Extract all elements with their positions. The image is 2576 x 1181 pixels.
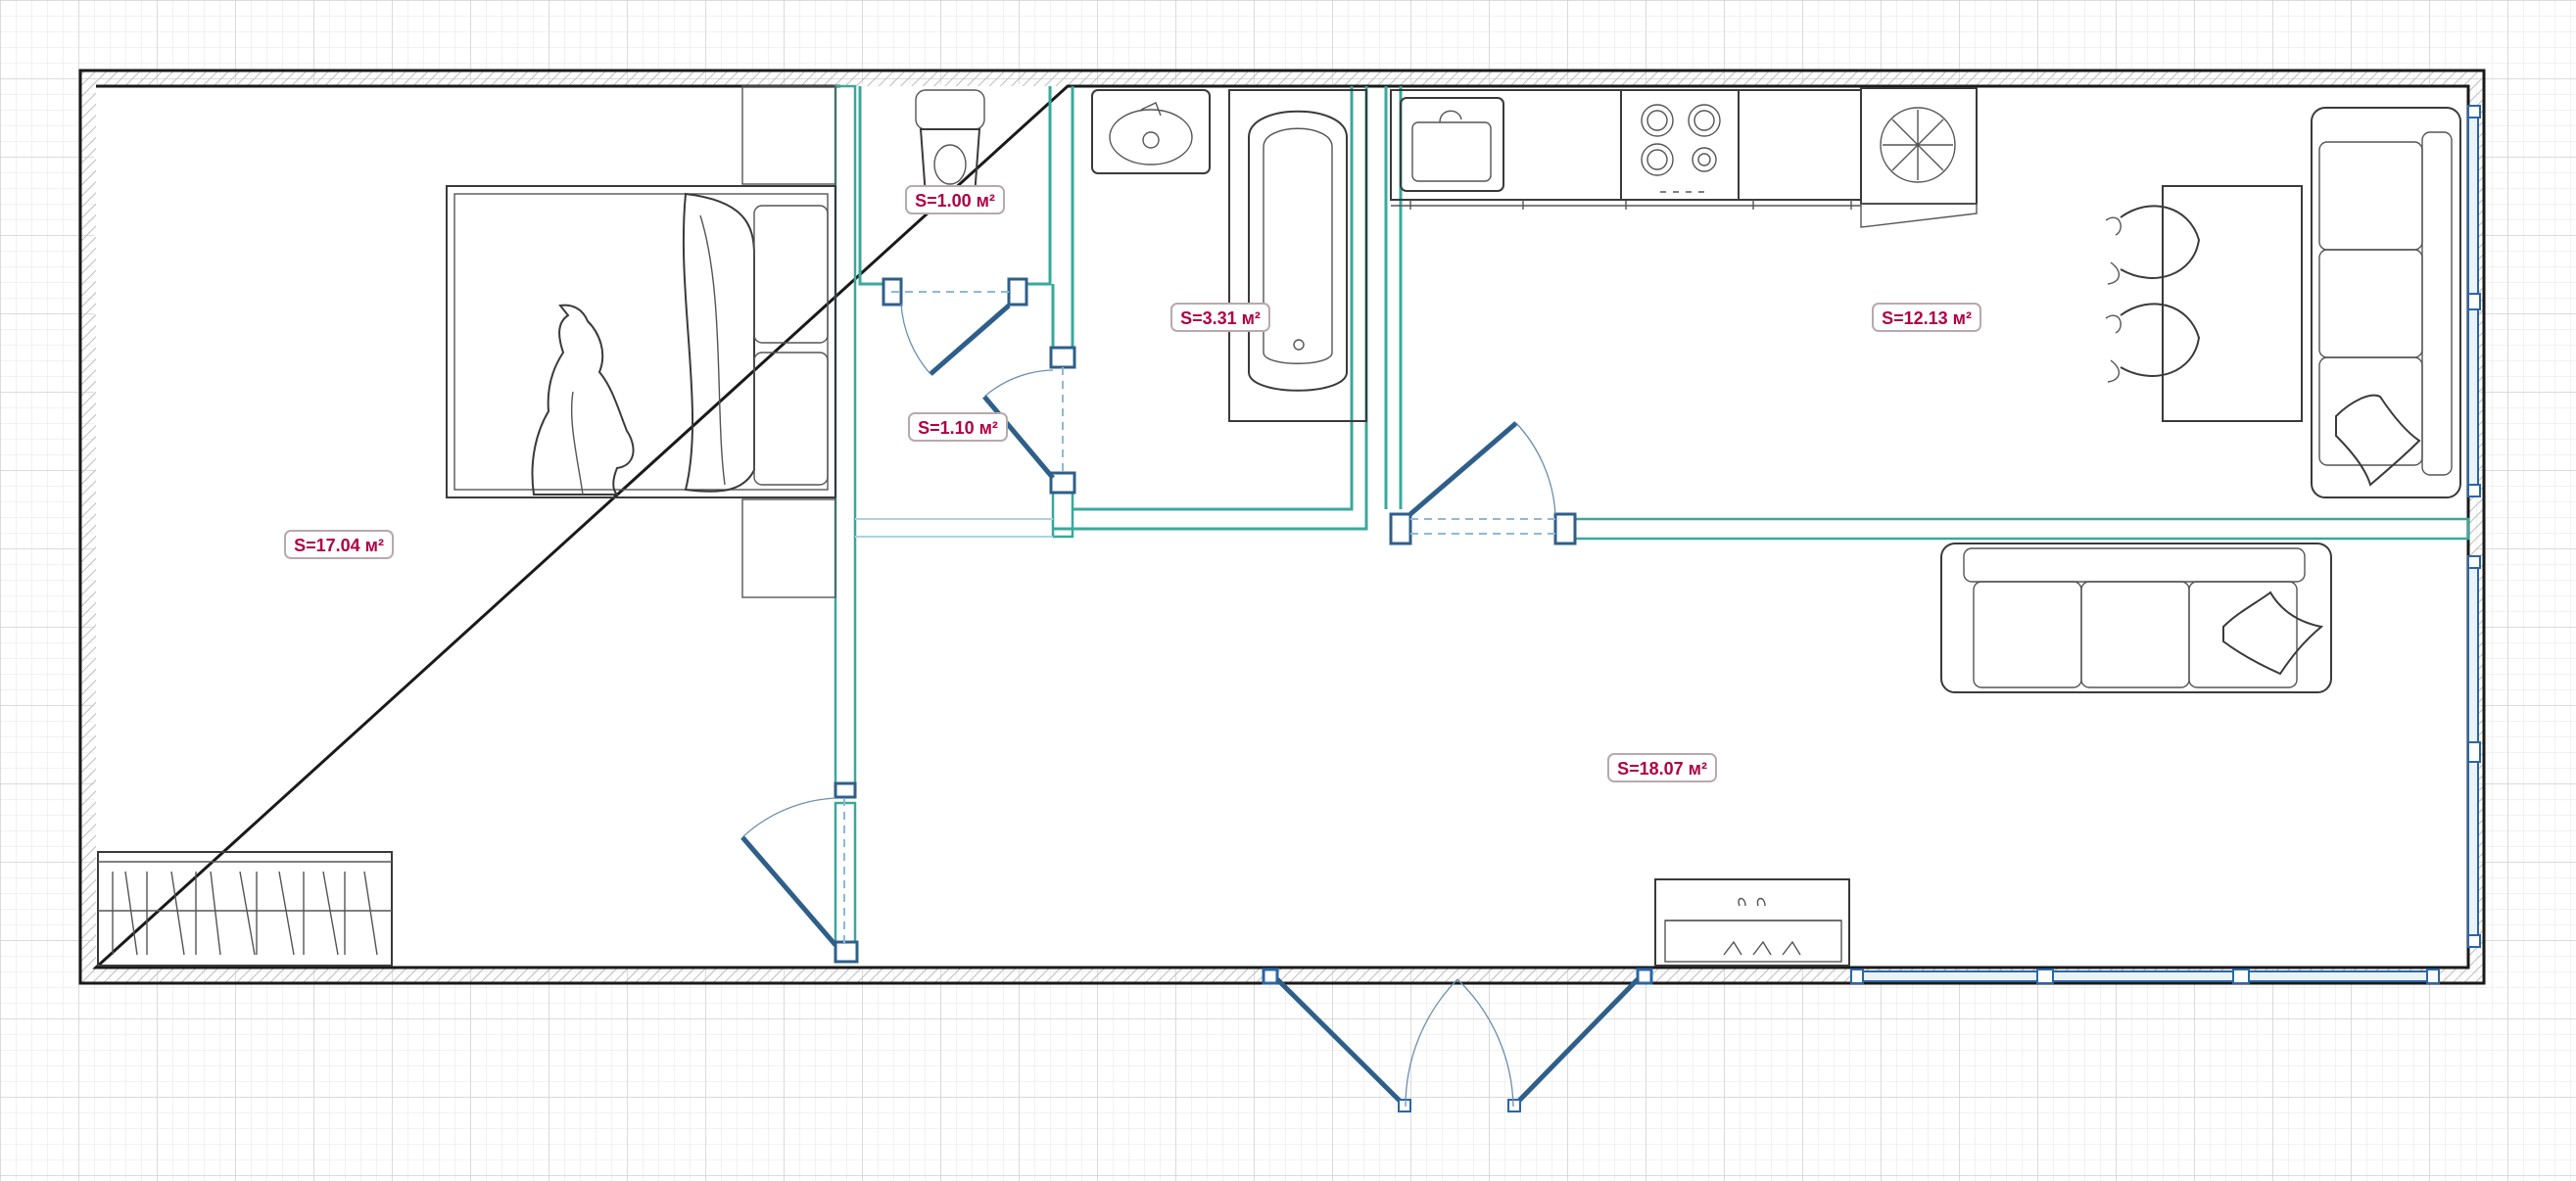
bed-icon xyxy=(446,185,836,498)
windows xyxy=(1850,105,2481,984)
area-label-text: S=1.10 м² xyxy=(918,418,998,438)
kitchen-sink-icon xyxy=(1400,97,1504,192)
area-label-living: S=18.07 м² xyxy=(1607,753,1717,782)
area-label-text: S=3.31 м² xyxy=(1180,308,1261,328)
stove-icon xyxy=(1620,89,1740,201)
doors xyxy=(740,291,1653,1112)
area-label-text: S=18.07 м² xyxy=(1617,759,1707,779)
area-label-bathroom: S=3.31 м² xyxy=(1170,303,1270,332)
dining-table-icon xyxy=(2162,185,2303,422)
area-label-text: S=12.13 м² xyxy=(1882,308,1972,328)
sofa-icon-living xyxy=(1940,543,2332,693)
cushion-icon xyxy=(2335,394,2421,487)
fridge-icon xyxy=(1860,87,1978,228)
area-label-wc: S=1.00 м² xyxy=(905,185,1005,214)
area-label-text: S=17.04 м² xyxy=(294,536,384,555)
wardrobe xyxy=(741,85,836,598)
cat-icon xyxy=(531,304,635,496)
area-label-kitchen: S=12.13 м² xyxy=(1872,303,1981,332)
area-label-hall: S=1.10 м² xyxy=(908,412,1008,442)
bookshelf-icon xyxy=(97,851,393,967)
bathtub-icon xyxy=(1228,89,1367,422)
sink-icon xyxy=(1091,89,1211,174)
shoe-rack-icon xyxy=(1654,878,1850,967)
chair-icon xyxy=(2105,205,2201,383)
area-label-text: S=1.00 м² xyxy=(915,191,995,211)
sofa-icon xyxy=(2311,107,2461,498)
floor-area xyxy=(94,84,2476,969)
area-label-bedroom: S=17.04 м² xyxy=(284,530,394,559)
exterior-wall-inner xyxy=(92,84,2470,969)
